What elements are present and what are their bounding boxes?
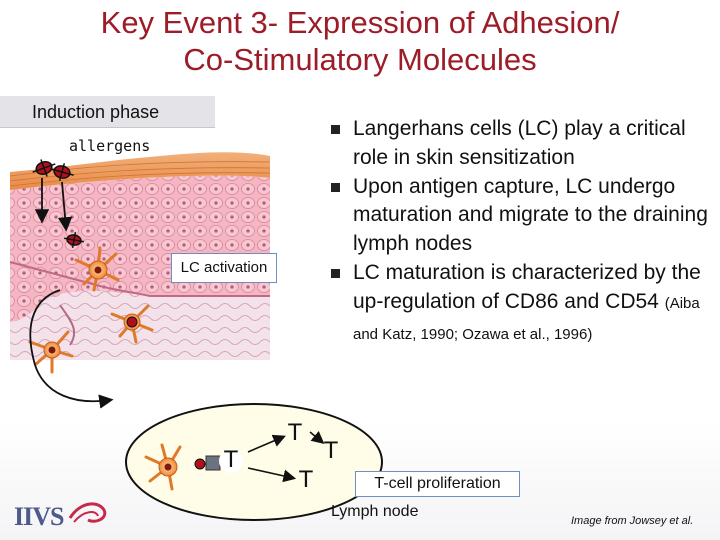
bullet-list: Langerhans cells (LC) play a critical ro… bbox=[326, 115, 716, 349]
migration-arrow bbox=[29, 289, 114, 409]
bullet-citation: (Aiba and Katz, 1990; Ozawa et al., 1996… bbox=[353, 294, 700, 343]
langerhans-cell bbox=[110, 304, 154, 344]
slide-title: Key Event 3- Expression of Adhesion/ Co-… bbox=[0, 4, 720, 78]
t-cell-proliferation-label: T-cell proliferation bbox=[355, 471, 520, 497]
bullet-square-icon bbox=[331, 268, 340, 278]
image-credit: Image from Jowsey et al. bbox=[571, 515, 694, 527]
node-langerhans-cell bbox=[144, 443, 182, 491]
epidermis-layer bbox=[10, 175, 270, 322]
langerhans-cell bbox=[28, 330, 74, 374]
induction-phase-label: Induction phase bbox=[0, 96, 215, 128]
bullet-text: LC maturation is characterized by the up… bbox=[353, 260, 701, 313]
t-cell-label: T bbox=[298, 466, 314, 493]
iivs-logo: IIVS bbox=[14, 502, 64, 531]
t-cell-label: T bbox=[323, 437, 339, 464]
allergen-particles bbox=[32, 159, 84, 249]
bullet-text: Langerhans cells (LC) play a critical ro… bbox=[353, 117, 686, 169]
bullet-square-icon bbox=[331, 182, 340, 192]
bullet-square-icon bbox=[331, 125, 340, 134]
logo-swirl bbox=[68, 502, 107, 523]
title-line-1: Key Event 3- Expression of Adhesion/ bbox=[100, 5, 620, 40]
t-cell-label: T bbox=[223, 446, 239, 473]
langerhans-cell bbox=[74, 246, 120, 292]
bullet-item: Upon antigen capture, LC undergo maturat… bbox=[326, 173, 716, 259]
t-cell-label: T bbox=[287, 419, 303, 446]
lc-activation-label: LC activation bbox=[171, 253, 277, 283]
title-line-2: Co-Stimulatory Molecules bbox=[183, 42, 537, 77]
bullet-item: LC maturation is characterized by the up… bbox=[326, 259, 716, 349]
allergen-arrow bbox=[57, 181, 73, 232]
lymphatic-vessel bbox=[59, 304, 76, 346]
bullet-item: Langerhans cells (LC) play a critical ro… bbox=[326, 115, 716, 173]
bullet-text: Upon antigen capture, LC undergo maturat… bbox=[353, 174, 708, 256]
allergens-label: allergens bbox=[69, 137, 151, 155]
lymph-node-label: Lymph node bbox=[331, 503, 419, 520]
